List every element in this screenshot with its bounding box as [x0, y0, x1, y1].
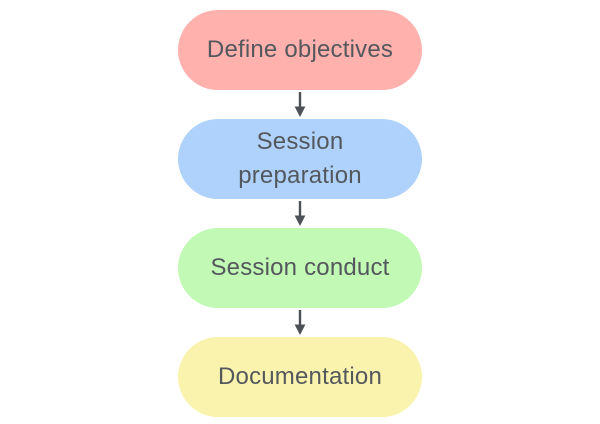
flow-node-define-objectives: Define objectives	[178, 10, 422, 90]
flowchart-column: Define objectives Session preparation Se…	[0, 10, 600, 417]
flow-node-session-conduct: Session conduct	[178, 228, 422, 308]
arrow-down-icon	[294, 201, 306, 226]
arrow-down-icon	[294, 92, 306, 117]
flow-node-session-preparation: Session preparation	[178, 119, 422, 199]
arrow-down-icon	[294, 310, 306, 335]
flow-node-documentation: Documentation	[178, 337, 422, 417]
